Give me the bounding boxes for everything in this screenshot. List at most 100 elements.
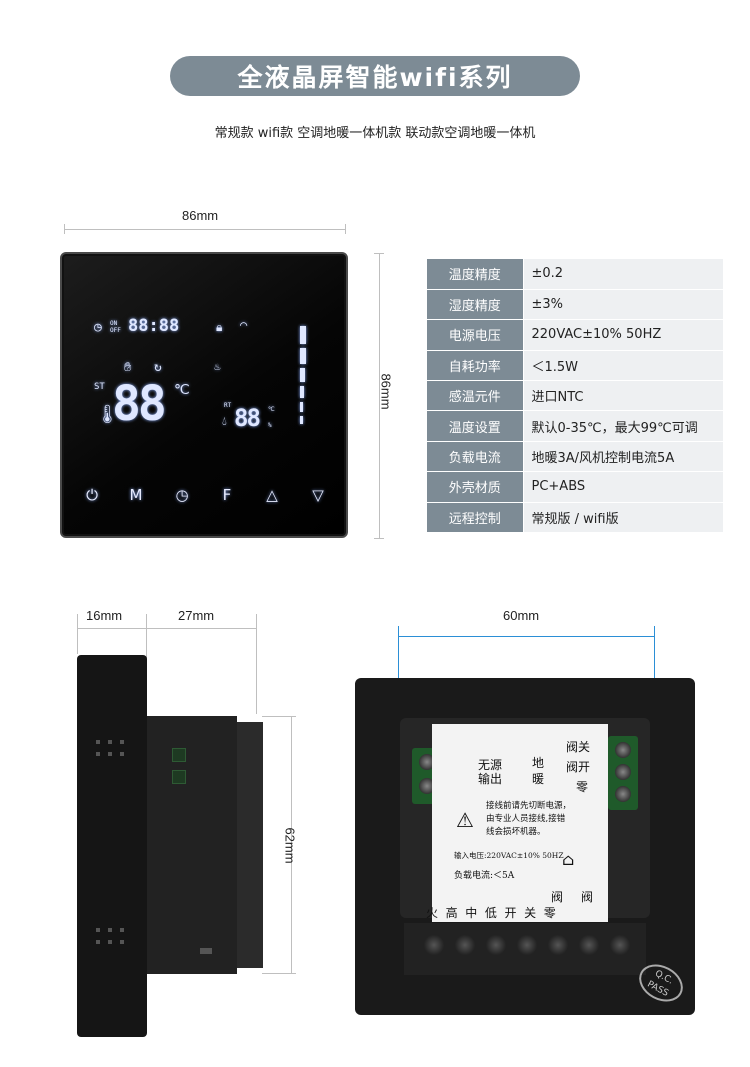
front-height-label: 86mm — [378, 373, 394, 410]
vent-hole — [108, 752, 112, 756]
front-height-tick-top — [374, 253, 384, 254]
terminal-screw — [610, 935, 630, 955]
front-width-line — [64, 229, 346, 230]
table-row: 自耗功率＜1.5W — [427, 350, 723, 382]
side-height-line — [291, 716, 292, 974]
terminal-screw — [548, 935, 568, 955]
vent-hole — [96, 940, 100, 944]
front-width-tick-left — [64, 224, 65, 234]
vent-hole — [120, 940, 124, 944]
side-terminal-block — [172, 748, 186, 762]
label-no-source: 无源 — [478, 758, 503, 772]
vent-hole — [120, 928, 124, 932]
table-row: 感温元件进口NTC — [427, 380, 723, 412]
level-bar-1 — [300, 326, 306, 344]
label-zero: 零 — [576, 780, 589, 794]
side-view-rear-body — [237, 722, 263, 968]
label-valve-close: 阀关 — [566, 740, 591, 754]
main-temperature-unit: ℃ — [174, 382, 190, 398]
model-variants: 常规款 wifi款 空调地暖一体机款 联动款空调地暖一体机 — [214, 126, 536, 141]
power-button[interactable]: ⏻ — [86, 486, 98, 504]
rt-indicator: RT — [224, 402, 232, 409]
label-output: 输出 — [478, 772, 503, 786]
terminal-screw — [455, 935, 475, 955]
sub-temperature: 88 — [234, 404, 261, 432]
terminal-screw — [579, 935, 599, 955]
side-body-depth-label: 27mm — [178, 608, 215, 623]
terminal-screw — [419, 778, 435, 794]
table-row: 远程控制常规版 / wifi版 — [427, 502, 723, 534]
terminal-screw — [517, 935, 537, 955]
table-row: 温度设置默认0-35℃，最大99℃可调 — [427, 410, 723, 442]
table-row: 温度精度±0.2 — [427, 259, 723, 290]
side-tick-a — [77, 614, 78, 654]
humidity-drop-icon: 💧︎ — [222, 414, 227, 428]
cycle-icon: ↻ — [154, 360, 162, 375]
side-view-front-plate — [77, 655, 147, 1037]
clock-display: 88:88 — [128, 316, 180, 336]
terminal-screw — [615, 742, 631, 758]
label-load-current: 负载电流:＜5A — [454, 871, 515, 881]
side-view-body — [147, 716, 237, 974]
clock-icon: ◷ — [94, 320, 102, 335]
terminal-screw — [424, 935, 444, 955]
sub-temperature-unit: ℃ — [268, 406, 275, 413]
table-row: 负载电流地暖3A/风机控制电流5A — [427, 441, 723, 473]
vent-hole — [96, 928, 100, 932]
on-off-indicator: ON OFF — [110, 320, 121, 334]
level-bar-4 — [300, 386, 304, 398]
vent-hole — [96, 740, 100, 744]
terminal-screw — [419, 754, 435, 770]
lock-icon: 🔒︎ — [216, 320, 223, 334]
side-front-depth-label: 16mm — [86, 608, 123, 623]
side-height-tick-bottom — [262, 973, 296, 974]
vent-hole — [120, 752, 124, 756]
up-button[interactable]: △ — [266, 486, 278, 504]
label-heat: 暖 — [532, 772, 545, 786]
side-tick-c — [256, 614, 257, 714]
heating-icon: ♨ — [214, 360, 221, 373]
st-indicator: ST — [94, 382, 105, 392]
label-terminal-names: 火 高 中 低 开 关 零 — [426, 906, 556, 920]
clock-button[interactable]: ◷ — [175, 486, 189, 504]
label-valve-open: 阀开 — [566, 760, 591, 774]
vent-hole — [120, 740, 124, 744]
vent-hole — [108, 740, 112, 744]
terminal-screw — [615, 786, 631, 802]
label-floor: 地 — [532, 756, 545, 770]
front-height-line — [379, 253, 380, 539]
level-bar-6 — [300, 416, 303, 424]
front-height-tick-bottom — [374, 538, 384, 539]
series-title: 全液晶屏智能wifi系列 — [237, 63, 513, 92]
wiring-label — [432, 724, 608, 922]
back-width-label: 60mm — [503, 608, 540, 623]
warning-triangle-icon: ⚠ — [456, 808, 474, 832]
series-title-banner: 全液晶屏智能wifi系列 — [170, 56, 580, 96]
down-button[interactable]: ▽ — [312, 486, 324, 504]
back-width-line — [398, 636, 655, 637]
thermostat-front-panel: ◷ ON OFF 88:88 🔒︎ ◠ ✋︎ ↻ ♨ ST 🌡︎ 88 ℃ RT… — [60, 252, 348, 538]
front-width-tick-right — [345, 224, 346, 234]
label-input-voltage: 输入电压:220VAC±10% 50HZ — [454, 851, 564, 860]
terminal-screw — [486, 935, 506, 955]
front-width-label: 86mm — [182, 208, 219, 223]
fan-button[interactable]: F — [222, 486, 232, 504]
side-height-tick-top — [262, 716, 296, 717]
table-row: 湿度精度±3% — [427, 289, 723, 321]
mode-button[interactable]: M — [129, 486, 143, 504]
humidity-unit: % — [268, 422, 272, 429]
terminal-screw — [615, 764, 631, 780]
label-valve-col-1: 阀 — [551, 890, 564, 904]
side-terminal-block — [172, 770, 186, 784]
vent-hole — [96, 752, 100, 756]
label-warning-line-1: 接线前请先切断电源， — [486, 801, 572, 811]
label-warning-line-2: 由专业人员接线,接错 — [486, 814, 566, 824]
vent-hole — [108, 928, 112, 932]
side-depth-line — [77, 628, 257, 629]
side-height-label: 62mm — [282, 827, 298, 864]
label-valve-col-2: 阀 — [581, 890, 594, 904]
vent-hole — [108, 940, 112, 944]
